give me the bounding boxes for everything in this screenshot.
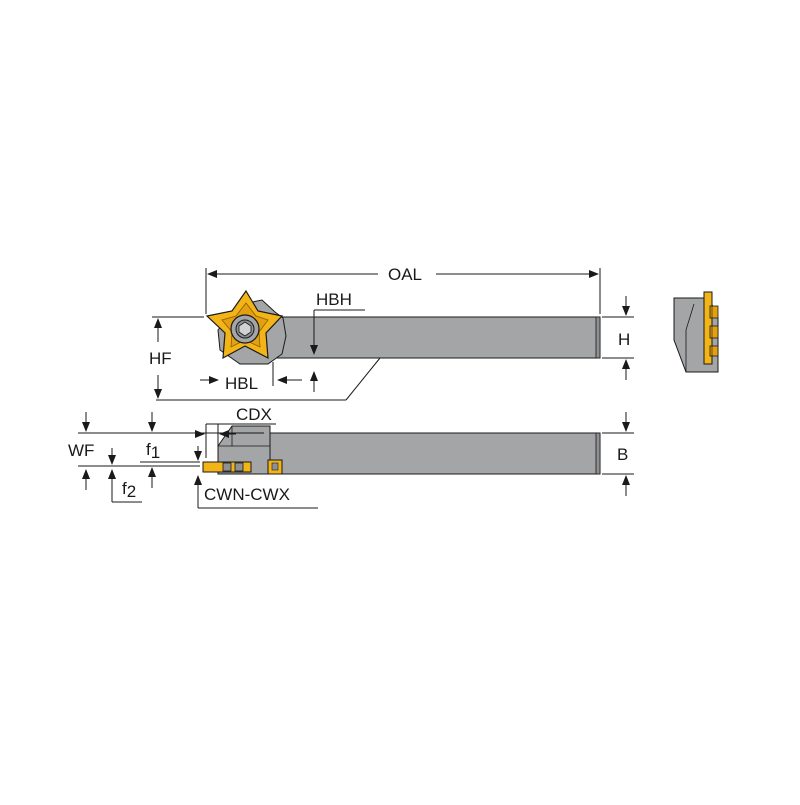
cdx-label: CDX	[236, 405, 272, 424]
b-dimension: B	[602, 412, 634, 496]
hbh-label: HBH	[316, 290, 352, 309]
oal-label: OAL	[388, 265, 422, 284]
h-dimension: H	[602, 296, 634, 380]
f1-label: f1	[146, 440, 160, 462]
wf-dimension: WF	[68, 412, 264, 490]
f1-dimension: f1	[140, 412, 200, 488]
side-view	[202, 425, 601, 475]
cwn-cwx-label: CWN-CWX	[204, 485, 290, 504]
top-view	[205, 289, 601, 365]
oal-dimension: OAL	[205, 265, 601, 314]
cwn-cwx-dimension: CWN-CWX	[194, 446, 318, 509]
hf-label: HF	[149, 349, 172, 368]
top-shank	[275, 316, 601, 359]
b-label: B	[617, 445, 628, 464]
end-view	[673, 291, 719, 373]
h-label: H	[618, 330, 630, 349]
f2-dimension: f2	[108, 448, 142, 503]
hbl-dimension: HBL	[200, 362, 318, 393]
f2-label: f2	[122, 479, 136, 501]
cdx-dimension: CDX	[195, 405, 276, 458]
wf-label: WF	[68, 441, 94, 460]
side-shank	[269, 432, 601, 475]
hbh-dimension: HBH	[310, 290, 365, 355]
hf-dimension: HF	[149, 316, 381, 401]
hbl-label: HBL	[225, 374, 258, 393]
